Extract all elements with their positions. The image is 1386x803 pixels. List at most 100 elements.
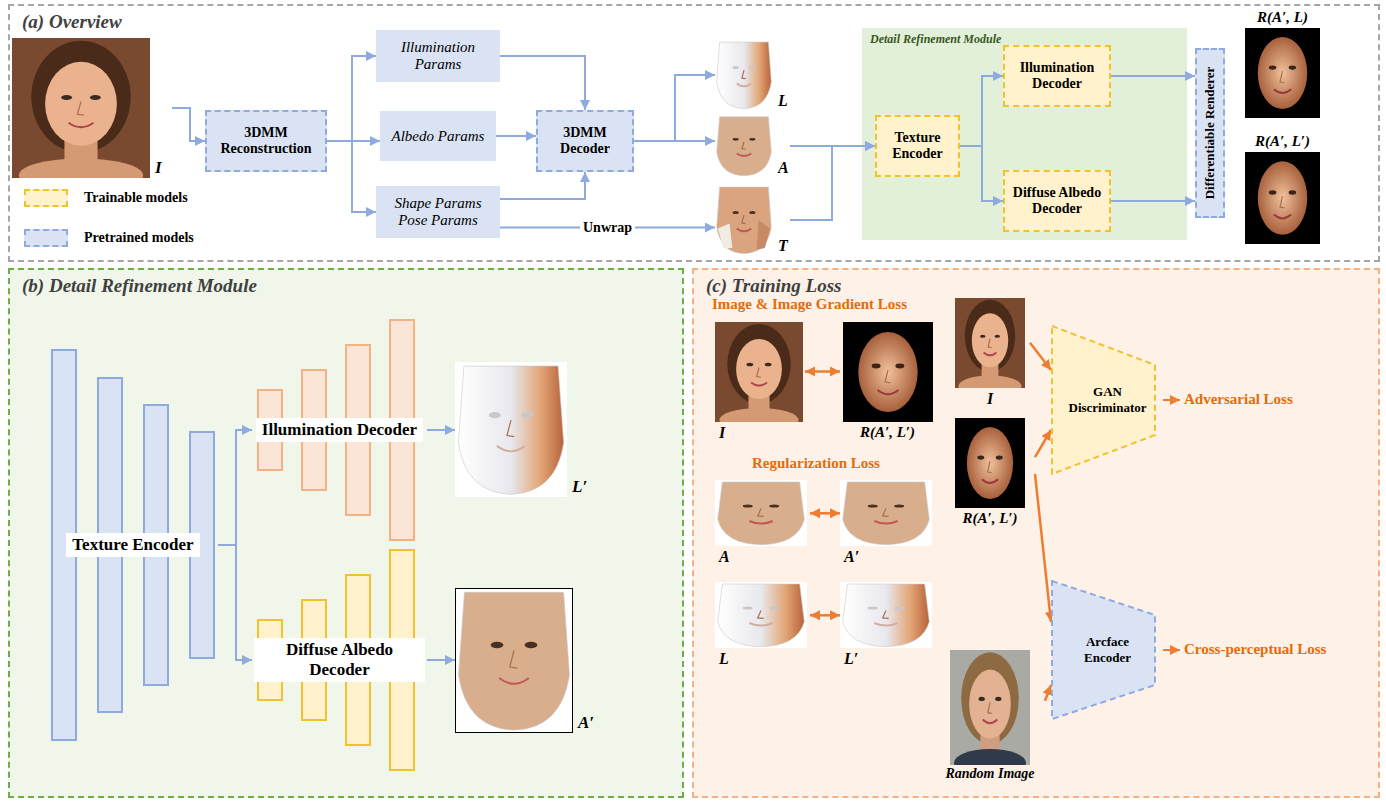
picture-part — [733, 211, 739, 214]
picture-part — [715, 185, 773, 255]
picture-part — [843, 482, 929, 545]
node-label: R(A′, L) — [1257, 8, 1308, 26]
node-label: L′ — [844, 649, 858, 668]
face-image — [715, 480, 807, 546]
picture-part — [717, 42, 772, 109]
picture-part — [955, 418, 1025, 508]
picture-part — [757, 220, 770, 249]
node-label: Random Image — [945, 766, 1034, 783]
face-image — [455, 588, 573, 733]
picture-part — [840, 480, 932, 546]
picture-part — [871, 364, 880, 369]
encoder-bars — [52, 350, 214, 740]
picture-part — [715, 322, 803, 422]
picture-part — [12, 38, 150, 178]
image-figure: Random Image — [935, 650, 1045, 795]
picture-part — [874, 623, 897, 626]
picture-part — [736, 339, 782, 399]
face-image — [840, 480, 932, 546]
image-figure: L′ — [840, 582, 935, 672]
picture-part — [737, 83, 752, 86]
legend-row: Pretrained models — [24, 228, 194, 248]
node-label: Diffuse Albedo Decoder — [254, 638, 425, 683]
legend: Trainable modelsPretrained models — [24, 188, 194, 268]
encoder-layer — [144, 405, 168, 685]
panel-region: Detail Refinement ModuleTexture EncoderI… — [862, 28, 1187, 240]
image-figure: I — [950, 298, 1030, 410]
picture-part — [961, 652, 1019, 744]
decoder-layer — [258, 620, 282, 700]
image-figure: R(A′, L′) — [840, 322, 935, 452]
node-label: (a) Overview — [22, 11, 122, 33]
legend-label: Trainable models — [84, 190, 188, 206]
picture-part — [868, 504, 878, 507]
flow-arrow — [1035, 474, 1051, 622]
picture-part — [758, 610, 764, 618]
picture-part — [1289, 190, 1296, 194]
flow-arrow — [1111, 75, 1195, 77]
picture-part — [996, 455, 1003, 459]
picture-part — [19, 158, 143, 178]
node-label: I — [155, 158, 162, 178]
picture-part — [737, 154, 752, 156]
flow-arrow — [218, 545, 252, 660]
picture-part — [988, 702, 992, 713]
face-image — [1245, 152, 1320, 244]
network-trapezoid: Arcface Encoder — [1051, 580, 1164, 720]
picture-part — [749, 211, 755, 214]
face-image — [715, 40, 773, 110]
picture-part — [521, 412, 533, 418]
picture-part — [525, 642, 538, 649]
picture-part — [510, 650, 518, 668]
picture-part — [840, 582, 932, 648]
flow-arrow — [500, 172, 585, 199]
decoder-layer — [346, 575, 370, 745]
flow-arrow — [1045, 685, 1051, 701]
picture-part — [743, 504, 753, 507]
process-box: 3DMM Decoder — [536, 110, 634, 172]
picture-part — [885, 370, 890, 383]
image-figure: L′ — [455, 362, 595, 497]
picture-part — [715, 40, 773, 110]
flow-arrow — [427, 429, 455, 431]
decoder-layer — [302, 600, 326, 720]
flow-arrow — [218, 430, 252, 545]
image-figure: T — [715, 185, 790, 255]
picture-part — [980, 335, 985, 338]
picture-part — [988, 461, 992, 473]
picture-part — [77, 102, 83, 115]
picture-part — [955, 298, 1025, 388]
node-label: L — [778, 91, 788, 110]
picture-part — [894, 504, 904, 507]
picture-part — [455, 588, 573, 733]
picture-part — [733, 138, 739, 141]
node-label: Illumination Decoder — [256, 418, 423, 442]
image-figure: I — [12, 38, 172, 178]
picture-part — [983, 720, 998, 724]
process-box: Albedo Params — [380, 111, 496, 161]
flow-arrow — [960, 76, 1003, 146]
picture-part — [883, 508, 889, 516]
flow-arrow — [327, 56, 376, 141]
node-label: Differentiable Renderer — [1202, 67, 1218, 200]
decoder-layer — [258, 390, 282, 470]
node-label: 3DMM Reconstruction — [214, 125, 318, 157]
flow-arrow — [790, 146, 875, 220]
encoder-layer — [190, 432, 214, 658]
picture-part — [507, 420, 514, 436]
face-image — [955, 418, 1025, 508]
node-label: R(A′, L′) — [1255, 132, 1310, 150]
picture-part — [727, 324, 790, 404]
node-label: R(A′, L′) — [860, 423, 915, 441]
picture-part — [982, 479, 998, 483]
panel-region: (c) Training LossIR(A′, L′)AA′LL′IR(A′, … — [692, 268, 1380, 798]
process-box: Shape Params Pose Params — [376, 186, 500, 238]
loss-label: Image & Image Gradient Loss — [712, 296, 907, 313]
face-image — [715, 322, 803, 422]
picture-part — [967, 427, 1013, 499]
process-box: 3DMM Reconstruction — [205, 110, 327, 172]
node-label: L — [719, 649, 729, 668]
picture-part — [1245, 28, 1320, 118]
flow-arrow — [496, 135, 536, 137]
loss-label: Adversarial Loss — [1184, 391, 1293, 408]
